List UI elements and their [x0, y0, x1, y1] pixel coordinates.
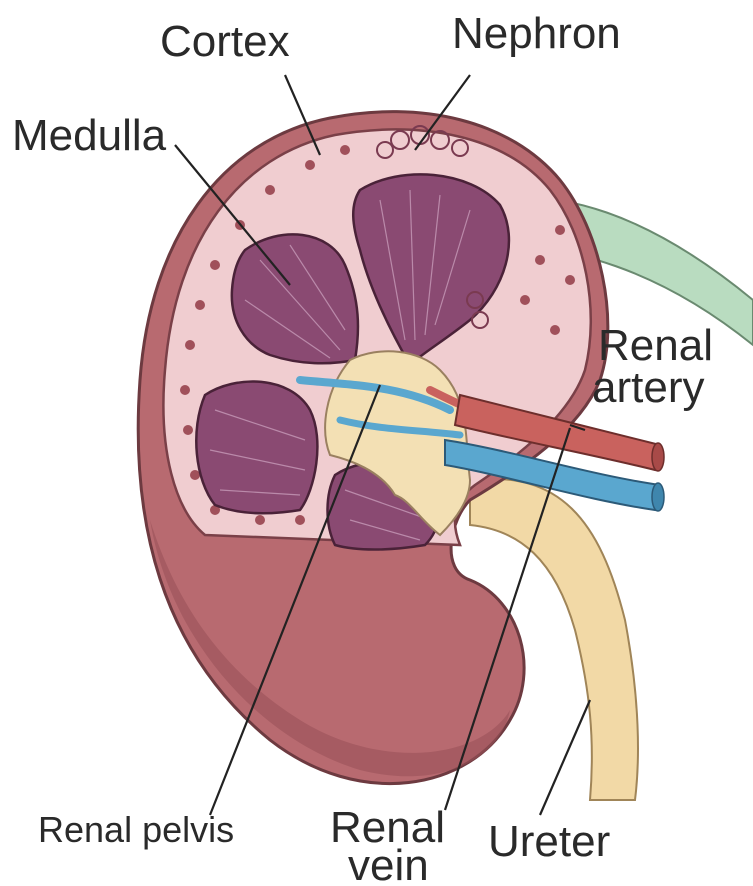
label-nephron: Nephron	[452, 9, 621, 58]
label-ureter: Ureter	[488, 817, 610, 866]
label-renal-pelvis: Renal pelvis	[38, 809, 234, 850]
renal-artery-end	[652, 443, 664, 471]
renal-vein-end	[652, 483, 664, 511]
pyramid-left	[196, 381, 317, 513]
label-medulla: Medulla	[12, 111, 167, 160]
label-renal-vein-line2: vein	[348, 841, 429, 886]
label-cortex: Cortex	[160, 17, 290, 66]
leader-ureter	[540, 700, 590, 815]
label-renal-artery-line2: artery	[592, 363, 704, 412]
